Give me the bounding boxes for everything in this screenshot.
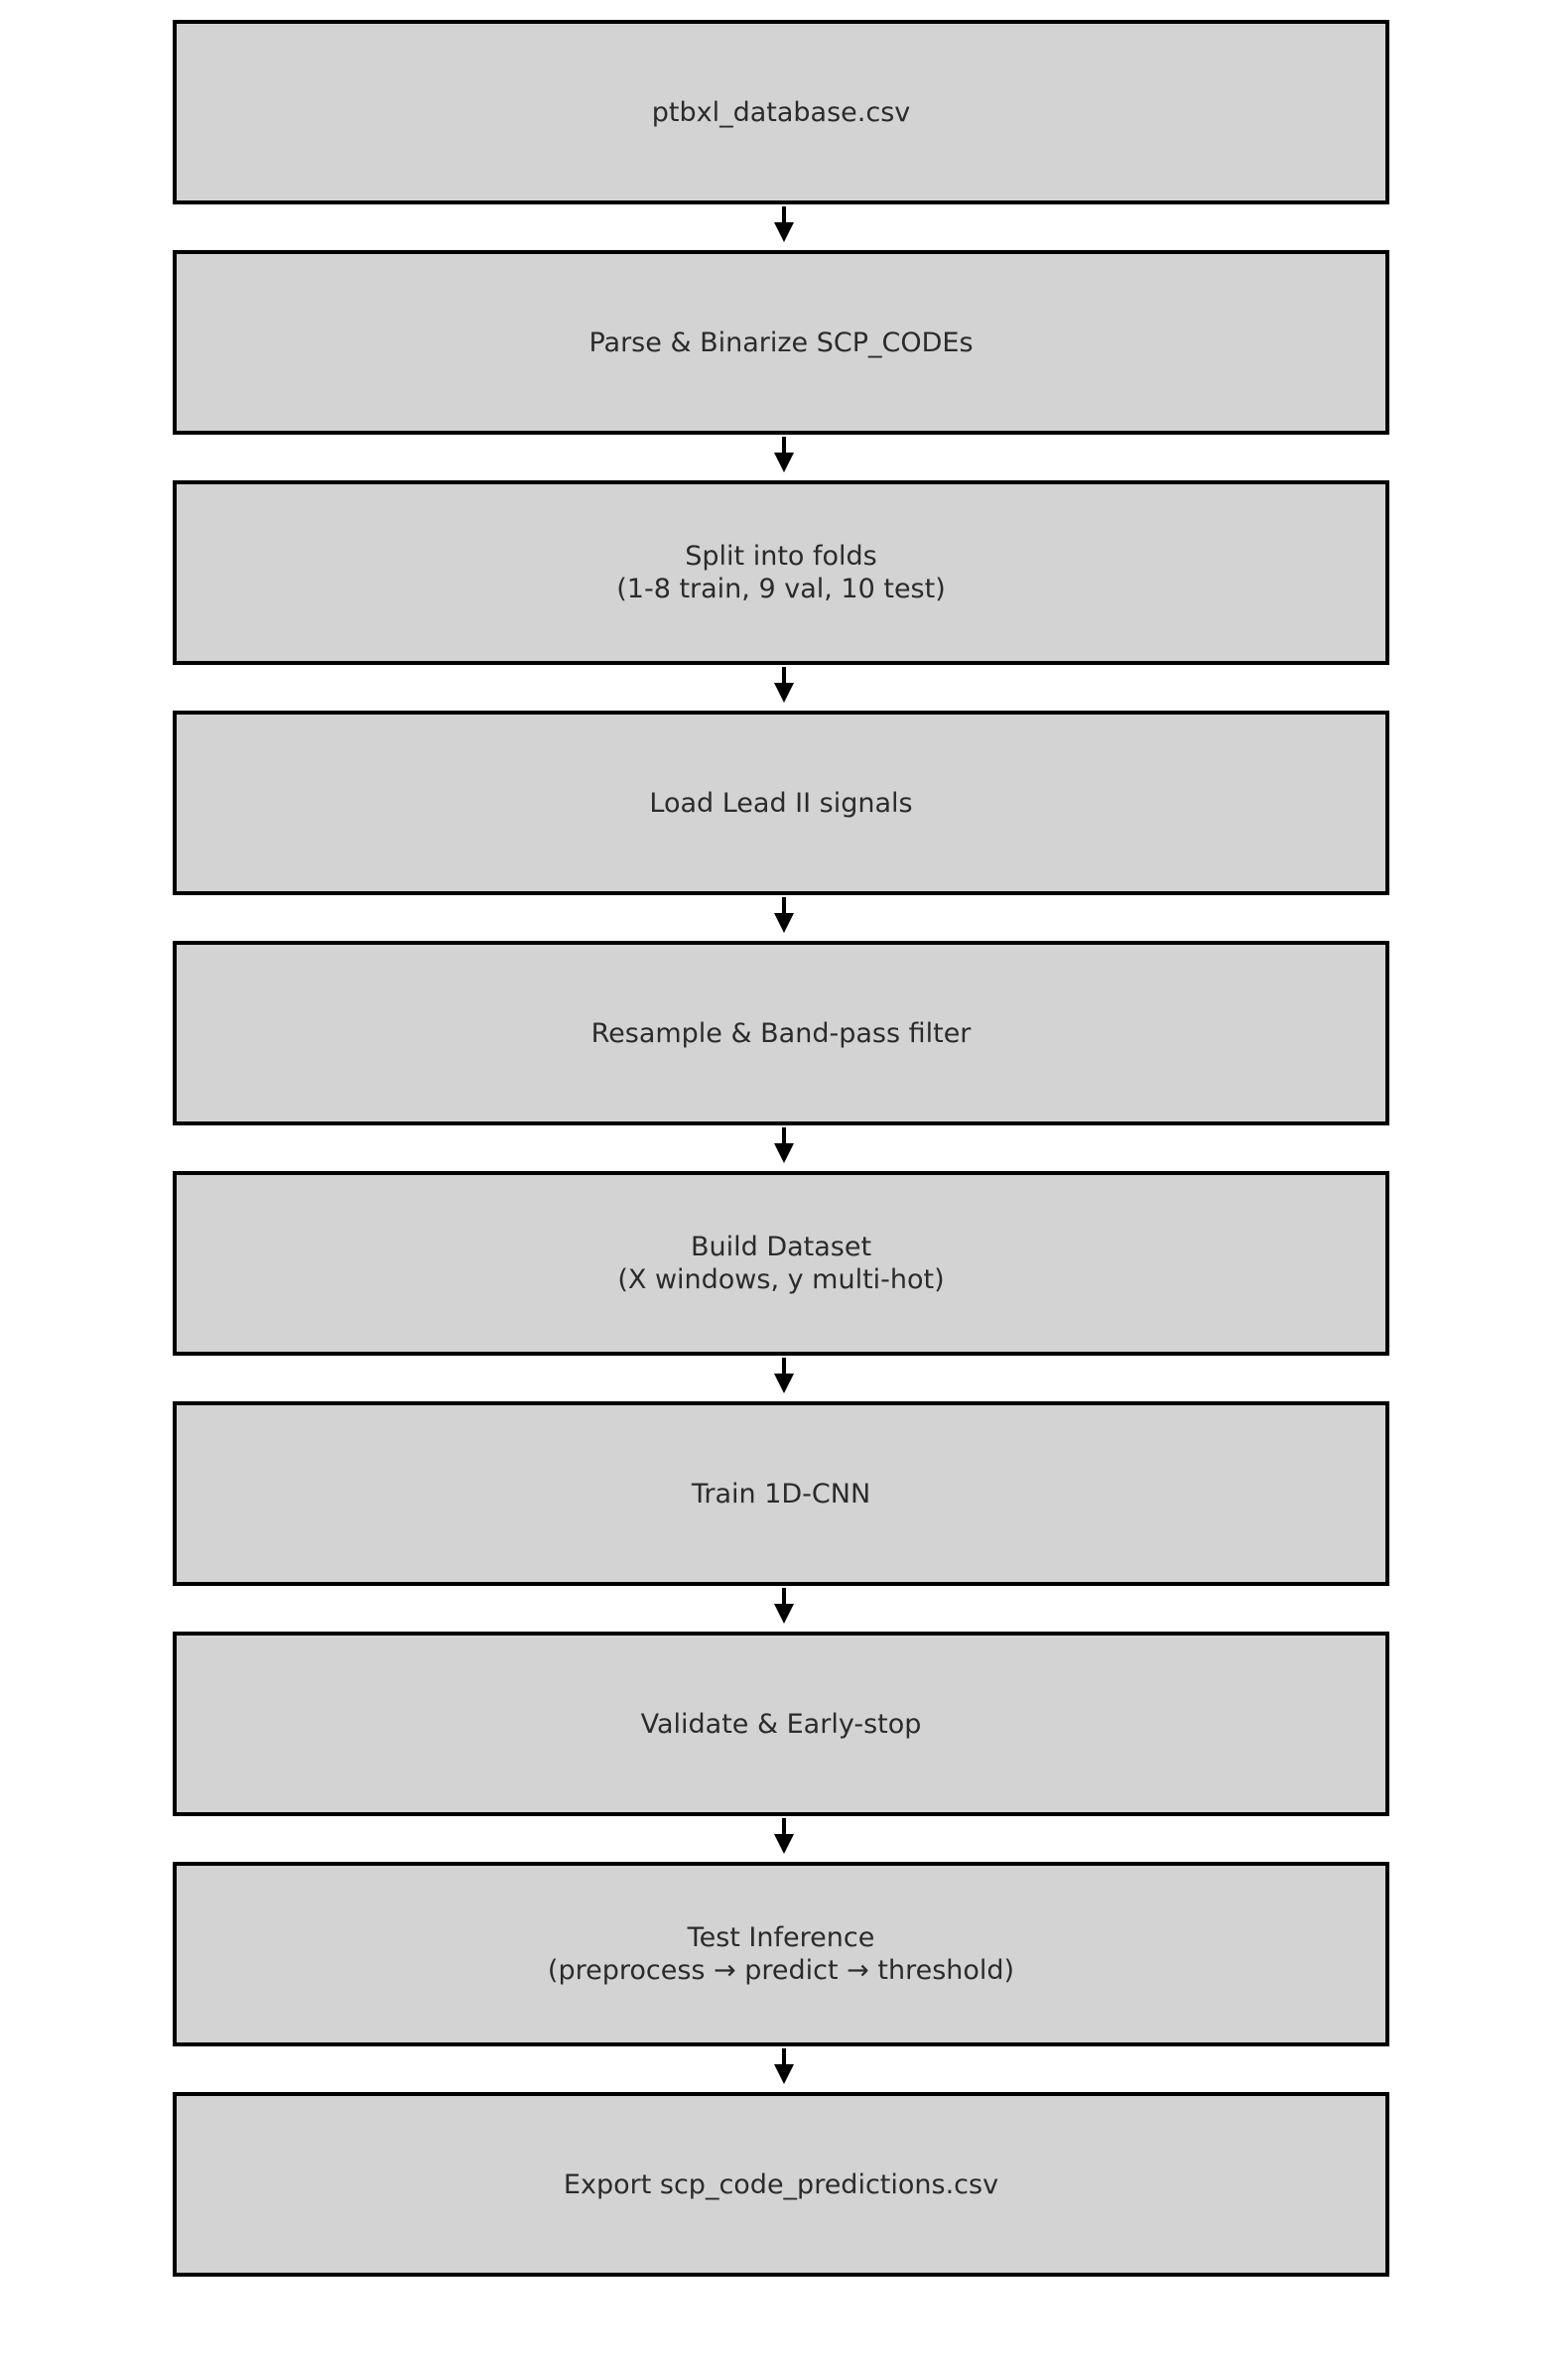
arrow-down-icon: [772, 206, 796, 246]
arrow-down-icon: [772, 1127, 796, 1167]
step-label: Train 1D-CNN: [691, 1478, 871, 1509]
step-load-signals: Load Lead II signals: [173, 711, 1389, 895]
arrow-down-icon: [772, 897, 796, 937]
arrow-down-icon: [772, 667, 796, 707]
step-label: Parse & Binarize SCP_CODEs: [588, 327, 974, 358]
arrow-down-icon: [772, 1818, 796, 1858]
step-parse-binarize: Parse & Binarize SCP_CODEs: [173, 250, 1389, 435]
step-resample-filter: Resample & Band-pass filter: [173, 941, 1389, 1125]
step-label: Build Dataset (X windows, y multi-hot): [617, 1232, 945, 1295]
step-validate-early-stop: Validate & Early-stop: [173, 1632, 1389, 1816]
step-train-cnn: Train 1D-CNN: [173, 1401, 1389, 1586]
step-label: Test Inference (preprocess → predict → t…: [547, 1922, 1015, 1986]
step-label: ptbxl_database.csv: [651, 96, 911, 128]
step-label: Validate & Early-stop: [640, 1708, 922, 1740]
step-export-predictions: Export scp_code_predictions.csv: [173, 2092, 1389, 2277]
step-label: Load Lead II signals: [649, 787, 913, 819]
step-load-csv: ptbxl_database.csv: [173, 20, 1389, 204]
arrow-down-icon: [772, 1358, 796, 1397]
step-test-inference: Test Inference (preprocess → predict → t…: [173, 1862, 1389, 2046]
arrow-down-icon: [772, 2048, 796, 2088]
step-label: Export scp_code_predictions.csv: [563, 2168, 999, 2200]
arrow-down-icon: [772, 437, 796, 476]
step-label: Resample & Band-pass filter: [590, 1017, 972, 1049]
step-label: Split into folds (1-8 train, 9 val, 10 t…: [616, 541, 946, 604]
step-split-folds: Split into folds (1-8 train, 9 val, 10 t…: [173, 480, 1389, 665]
arrow-down-icon: [772, 1588, 796, 1628]
step-build-dataset: Build Dataset (X windows, y multi-hot): [173, 1171, 1389, 1356]
